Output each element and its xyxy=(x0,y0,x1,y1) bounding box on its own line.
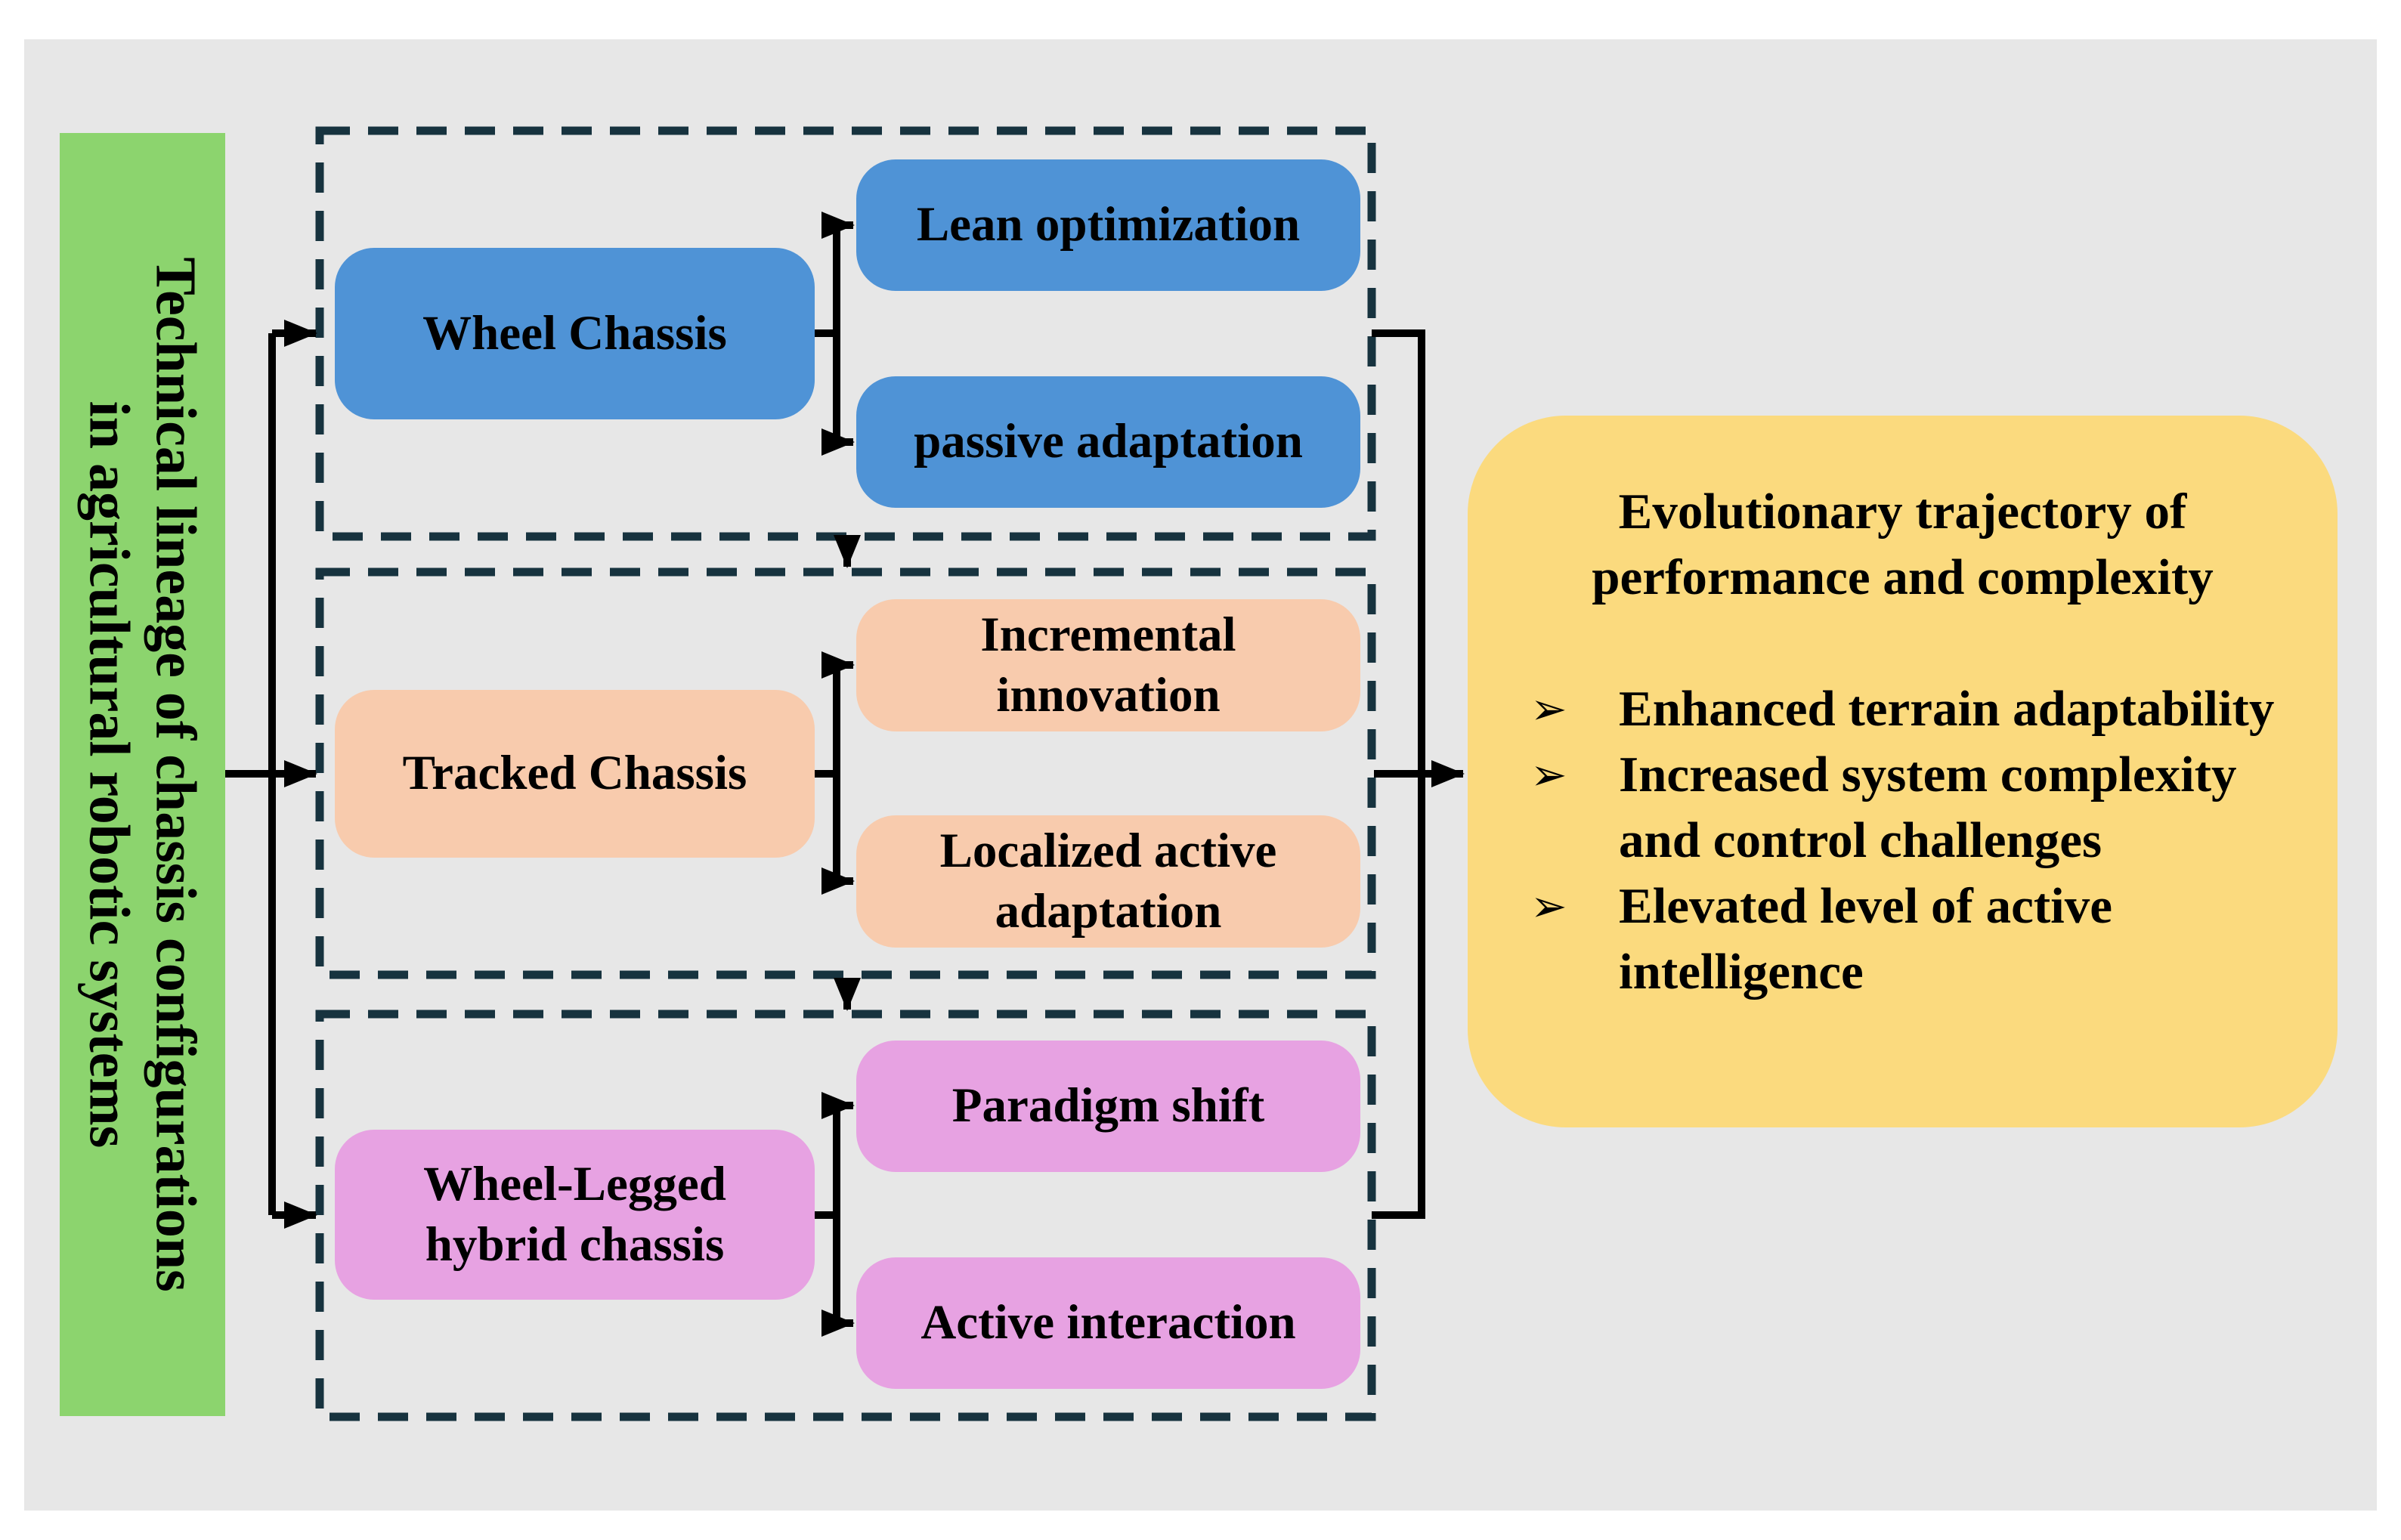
bullet-arrow-icon: ➢ xyxy=(1530,880,1567,932)
incremental-innovation-label: Incremental innovation xyxy=(980,608,1236,722)
wheel-branch-connector xyxy=(815,212,855,456)
bullet-arrow-icon: ➢ xyxy=(1530,683,1567,734)
lineage-title-line2: in agricultural robotic systems xyxy=(77,400,141,1149)
hybrid-branch-connector xyxy=(815,1092,855,1337)
bullet-text: Increased system complexity and control … xyxy=(1619,747,2237,868)
paradigm-shift-label: Paradigm shift xyxy=(951,1078,1265,1133)
outcome-panel: Evolutionary trajectory of performance a… xyxy=(1468,416,2338,1127)
list-item: ➢ Increased system complexity and contro… xyxy=(1530,742,2294,874)
outcome-bullet-list: ➢ Enhanced terrain adaptability ➢ Increa… xyxy=(1511,676,2294,1005)
list-item: ➢ Elevated level of active intelligence xyxy=(1530,874,2294,1005)
list-item: ➢ Enhanced terrain adaptability xyxy=(1530,676,2294,742)
lineage-sidebar-title: Technical lineage of chassis configurati… xyxy=(60,133,225,1416)
wheel-legged-chassis-label: Wheel-Legged hybrid chassis xyxy=(423,1157,726,1272)
output-connector xyxy=(1372,329,1465,1219)
lean-optimization-label: Lean optimization xyxy=(916,197,1301,252)
tracked-chassis-box: Tracked Chassis xyxy=(335,690,815,858)
lineage-title-line1: Technical lineage of chassis configurati… xyxy=(144,257,208,1292)
bullet-arrow-icon: ➢ xyxy=(1530,749,1567,800)
wheel-chassis-box: Wheel Chassis xyxy=(335,248,815,419)
passive-adaptation-label: passive adaptation xyxy=(914,414,1303,469)
branch-box-passive-adaptation: passive adaptation xyxy=(856,376,1360,508)
input-connector xyxy=(225,320,317,1229)
tracked-chassis-label: Tracked Chassis xyxy=(402,746,747,801)
outcome-title-line1: Evolutionary trajectory of xyxy=(1618,484,2187,540)
branch-box-incremental-innovation: Incremental innovation xyxy=(856,599,1360,731)
outcome-spacer xyxy=(1511,611,2294,676)
outcome-title: Evolutionary trajectory of performance a… xyxy=(1511,479,2294,611)
bullet-text: Enhanced terrain adaptability xyxy=(1619,681,2275,737)
active-interaction-label: Active interaction xyxy=(920,1295,1296,1350)
branch-box-localized-active-adaptation: Localized active adaptation xyxy=(856,815,1360,948)
lineage-sidebar: Technical lineage of chassis configurati… xyxy=(60,133,225,1416)
branch-box-paradigm-shift: Paradigm shift xyxy=(856,1041,1360,1172)
branch-box-lean-optimization: Lean optimization xyxy=(856,159,1360,291)
outcome-title-line2: performance and complexity xyxy=(1592,549,2214,605)
wheel-chassis-label: Wheel Chassis xyxy=(422,305,727,360)
bullet-text: Elevated level of active intelligence xyxy=(1619,878,2113,1000)
wheel-legged-chassis-box: Wheel-Legged hybrid chassis xyxy=(335,1130,815,1300)
tracked-branch-connector xyxy=(815,651,855,895)
branch-box-active-interaction: Active interaction xyxy=(856,1257,1360,1389)
localized-active-adaptation-label: Localized active adaptation xyxy=(939,824,1277,939)
